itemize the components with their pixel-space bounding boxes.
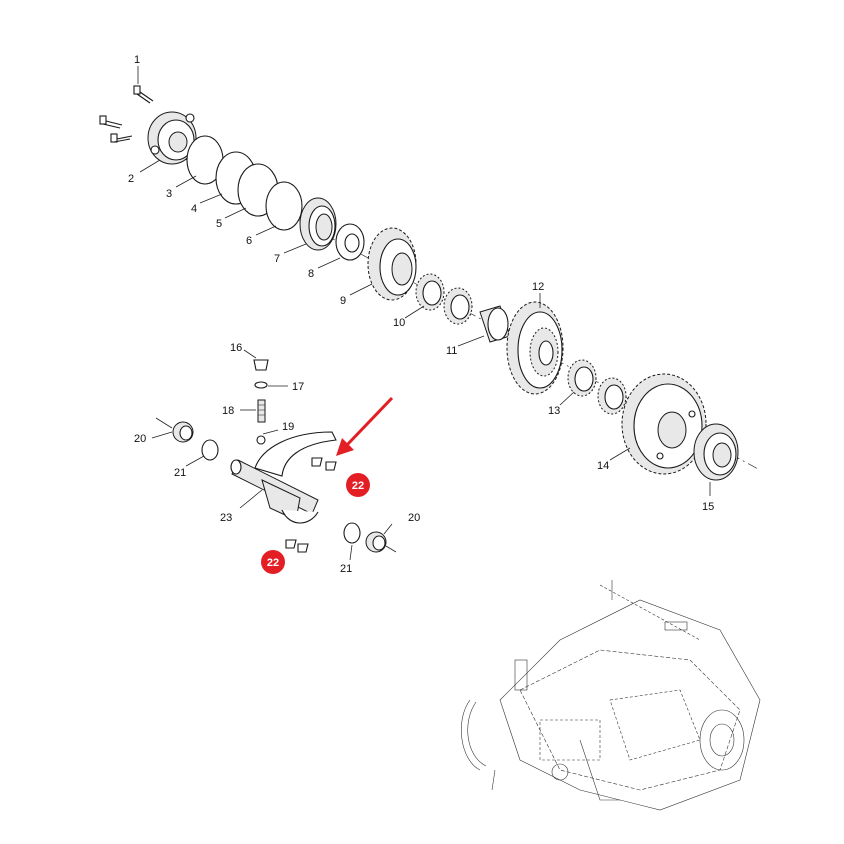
washer-part-8 <box>335 223 365 261</box>
callout-14: 14 <box>597 460 609 472</box>
callout-21-right: 21 <box>340 563 352 575</box>
bearing-part-15 <box>693 423 739 481</box>
large-gear-part-14 <box>621 373 707 475</box>
synchro-gear-part-12 <box>506 301 564 395</box>
callout-7: 7 <box>274 253 280 265</box>
callout-20-right: 20 <box>408 512 420 524</box>
callout-15: 15 <box>702 501 714 513</box>
callout-20-left: 20 <box>134 433 146 445</box>
callout-1: 1 <box>134 54 140 66</box>
needle-bearings-part-10 <box>415 273 473 325</box>
circlip-part-21-right <box>343 522 361 544</box>
bushing-part-20-right <box>365 531 387 553</box>
cover-flange-part-2 <box>147 111 197 165</box>
callout-13: 13 <box>548 405 560 417</box>
leader-lines <box>137 66 711 561</box>
svg-text:22: 22 <box>352 480 364 492</box>
callout-21-left: 21 <box>174 467 186 479</box>
highlight-badge-22-lower: 22 <box>261 550 285 574</box>
seal-ring-part-17 <box>254 381 268 389</box>
shift-fork-assembly-part-23 <box>230 431 337 524</box>
callout-16: 16 <box>230 342 242 354</box>
callout-6: 6 <box>246 235 252 247</box>
callout-11: 11 <box>446 345 457 357</box>
callout-10: 10 <box>393 317 405 329</box>
callout-5: 5 <box>216 218 222 230</box>
sleeve-part-11 <box>479 305 511 343</box>
highlight-badge-22-upper: 22 <box>346 473 370 497</box>
o-rings-parts-3-6 <box>186 135 303 231</box>
callout-8: 8 <box>308 268 314 280</box>
slide-pads-part-22 <box>285 457 337 553</box>
detent-ball-part-19 <box>256 435 266 445</box>
transmission-overview-illustration <box>460 580 761 811</box>
spring-part-18 <box>257 399 266 423</box>
highlight-arrow <box>336 396 394 456</box>
gear-part-9 <box>367 227 417 301</box>
bearing-part-7 <box>299 197 337 251</box>
callout-4: 4 <box>191 203 197 215</box>
plug-part-16 <box>253 359 269 371</box>
callout-labels: 1 2 3 4 5 6 7 8 9 10 11 12 13 14 15 16 1… <box>128 54 714 575</box>
callout-19: 19 <box>282 421 294 433</box>
callout-2: 2 <box>128 173 134 185</box>
needle-bearings-part-13 <box>567 359 627 415</box>
callout-18: 18 <box>222 405 234 417</box>
callout-9: 9 <box>340 295 346 307</box>
circlip-part-21-left <box>201 439 219 461</box>
callout-12: 12 <box>532 281 544 293</box>
bolt-part-1 <box>99 85 154 143</box>
callout-17: 17 <box>292 381 304 393</box>
callout-3: 3 <box>166 188 172 200</box>
callout-23: 23 <box>220 512 232 524</box>
bushing-part-20-left <box>172 421 194 443</box>
svg-text:22: 22 <box>267 557 279 569</box>
